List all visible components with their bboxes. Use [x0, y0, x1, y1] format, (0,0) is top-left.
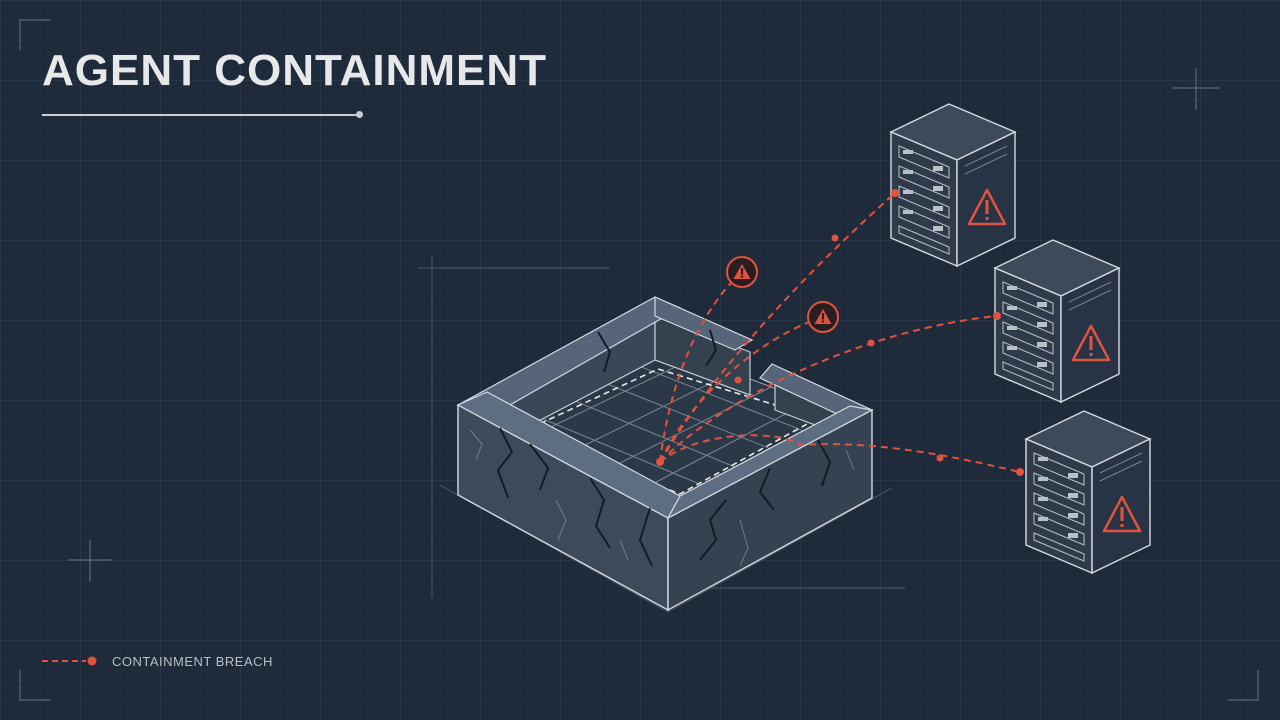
corner-mark	[19, 670, 50, 701]
breach-path-up-right	[659, 316, 824, 463]
breach-node	[936, 454, 944, 462]
title-underline-dot	[356, 111, 363, 118]
crosshair-icon	[1172, 68, 1220, 110]
breach-node	[831, 234, 839, 242]
breach-path-server-1	[659, 192, 896, 463]
breach-paths	[659, 192, 1021, 473]
containment-box	[456, 296, 874, 612]
breach-legend-swatch	[42, 656, 97, 666]
page-title: AGENT CONTAINMENT	[42, 46, 548, 95]
breach-node	[891, 189, 899, 197]
breach-node	[867, 339, 875, 347]
legend-label: CONTAINMENT BREACH	[112, 653, 273, 669]
warning-icon	[726, 256, 758, 288]
server-rack-icon	[993, 238, 1121, 404]
breach-origin	[656, 458, 664, 466]
floor-grid	[518, 357, 815, 491]
server-rack-icon	[889, 102, 1017, 268]
corner-mark	[19, 19, 50, 50]
crosshair-icon	[68, 540, 112, 582]
breach-node	[1016, 468, 1024, 476]
legend: CONTAINMENT BREACH	[42, 652, 273, 670]
wall-cracks	[496, 329, 832, 567]
breach-path-server-3	[659, 434, 1021, 473]
breach-node	[734, 376, 742, 384]
construction-lines	[418, 255, 905, 613]
breach-path-up-left	[659, 271, 743, 463]
warning-icon	[807, 301, 839, 333]
server-rack-icon	[1024, 409, 1152, 575]
corner-mark	[1228, 670, 1259, 701]
breach-path-server-2	[659, 315, 998, 463]
breach-node	[993, 312, 1001, 320]
title-underline	[42, 114, 360, 116]
